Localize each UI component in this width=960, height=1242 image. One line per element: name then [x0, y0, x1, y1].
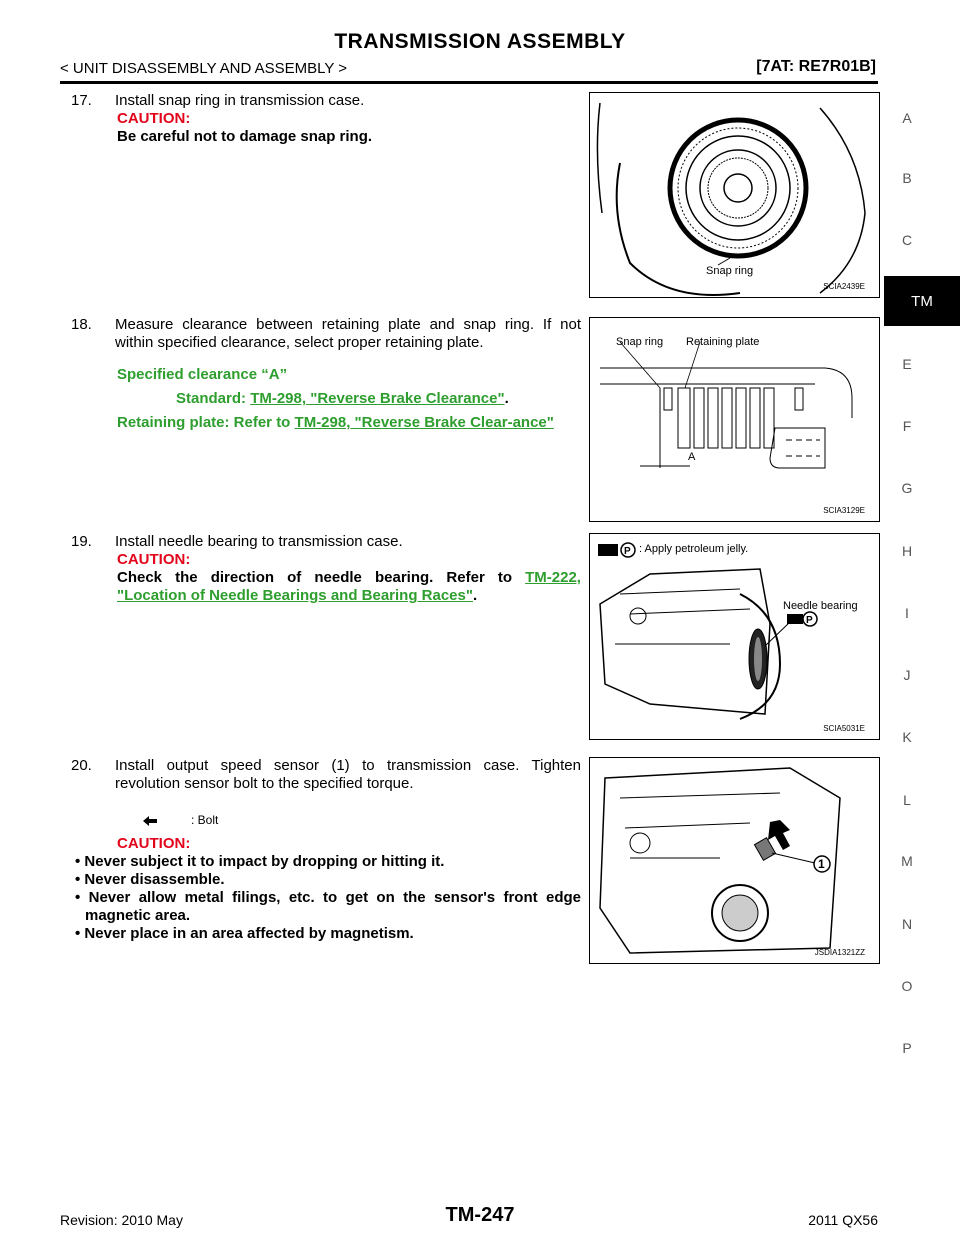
bolt-arrow-icon	[143, 813, 157, 826]
figure-code: SCIA3129E	[823, 506, 865, 515]
index-tab-e[interactable]: E	[902, 356, 912, 372]
figure-code: JSDIA1321ZZ	[814, 948, 865, 957]
index-tab-l[interactable]: L	[903, 792, 911, 808]
model-text: 2011 QX56	[808, 1212, 878, 1228]
figure-output-sensor: 1 JSDIA1321ZZ	[589, 757, 880, 964]
figure-label: Needle bearing	[783, 600, 858, 612]
label-retaining-plate: Retaining plate	[686, 336, 760, 348]
index-tab-o[interactable]: O	[901, 978, 913, 994]
caution-tail: .	[472, 587, 478, 604]
index-tab-a[interactable]: A	[902, 110, 912, 126]
breadcrumb: < UNIT DISASSEMBLY AND ASSEMBLY >	[60, 60, 348, 77]
svg-text:P: P	[624, 546, 631, 557]
callout-1: 1	[818, 857, 825, 871]
caution-label: CAUTION:	[117, 551, 191, 568]
figure-code: SCIA2439E	[823, 282, 865, 291]
caution-label: CAUTION:	[117, 835, 191, 852]
caution-list: • Never subject it to impact by dropping…	[71, 853, 581, 943]
revision-text: Revision: 2010 May	[60, 1212, 183, 1228]
output-sensor-illustration	[599, 767, 841, 954]
step-18: 18. Measure clearance between retaining p…	[71, 316, 581, 432]
index-tab-j[interactable]: J	[903, 667, 911, 683]
list-item: • Never place in an area affected by mag…	[75, 925, 414, 942]
index-tab-i[interactable]: I	[905, 605, 909, 621]
index-tab-k[interactable]: K	[902, 729, 912, 745]
caution-label: CAUTION:	[117, 110, 191, 127]
caution-text: Be careful not to damage snap ring.	[117, 128, 373, 145]
label-snap-ring: Snap ring	[616, 336, 664, 348]
step-number: 18.	[71, 316, 92, 333]
snap-ring-illustration	[596, 102, 866, 296]
step-number: 19.	[71, 533, 92, 550]
page-number: TM-247	[445, 1204, 515, 1226]
index-tab-m[interactable]: M	[901, 853, 913, 869]
figure-code: SCIA5031E	[823, 724, 865, 733]
step-19: 19. Install needle bearing to transmissio…	[71, 533, 581, 605]
step-number: 20.	[71, 757, 92, 774]
figure-clearance: Snap ring Retaining plate A SCIA3129E	[589, 317, 880, 522]
step-20: 20. Install output speed sensor (1) to tr…	[71, 757, 581, 943]
standard-link[interactable]: TM-298, "Reverse Brake Clearance"	[250, 390, 505, 407]
standard-label: Standard:	[176, 390, 247, 407]
caution-text: Check the direction of needle bearing. R…	[117, 569, 513, 586]
step-text: Install needle bearing to transmission c…	[115, 533, 403, 550]
section-code: [7AT: RE7R01B]	[756, 58, 876, 75]
index-tab-h[interactable]: H	[901, 543, 913, 559]
index-tab-n[interactable]: N	[901, 916, 913, 932]
list-item: • Never disassemble.	[75, 871, 225, 888]
plate-link[interactable]: TM-298, "Reverse Brake Clear-ance"	[294, 414, 554, 431]
bolt-legend: : Bolt	[191, 813, 219, 827]
figure-needle-bearing: P P : Apply petroleum jelly. Needle bear…	[589, 533, 880, 740]
spec-title: Specified clearance “A”	[117, 366, 288, 383]
needle-bearing-illustration: P P	[598, 542, 818, 720]
plate-label: Retaining plate: Refer to	[117, 414, 291, 431]
step-text: Install snap ring in transmission case.	[115, 92, 365, 109]
jelly-tool-icon	[598, 544, 618, 556]
index-tab-f[interactable]: F	[902, 418, 912, 434]
list-item: • Never subject it to impact by dropping…	[75, 853, 445, 870]
index-tab-c[interactable]: C	[901, 232, 913, 248]
needle-bearing-link[interactable]: TM-222, "Location of Needle Bearings and…	[117, 569, 581, 604]
figure-snap-ring: Snap ring SCIA2439E	[589, 92, 880, 298]
step-number: 17.	[71, 92, 92, 109]
index-tab-p[interactable]: P	[902, 1040, 912, 1056]
index-tab-tm-active[interactable]: TM	[884, 276, 960, 326]
step-text: Install output speed sensor (1) to trans…	[115, 757, 581, 792]
header-rule	[60, 81, 878, 84]
step-text: Measure clearance between retaining plat…	[115, 316, 581, 351]
label-a: A	[688, 451, 696, 463]
list-item: • Never allow metal filings, etc. to get…	[75, 889, 581, 924]
bolt-arrow-icon	[768, 820, 790, 850]
step-17: 17. Install snap ring in transmission cas…	[71, 92, 581, 146]
standard-tail: .	[504, 390, 509, 407]
figure-label: Snap ring	[706, 265, 754, 277]
svg-text:P: P	[806, 615, 813, 626]
clearance-illustration	[600, 341, 853, 469]
index-tab-b[interactable]: B	[902, 170, 912, 186]
page-title: TRANSMISSION ASSEMBLY	[334, 30, 626, 53]
index-tab-g[interactable]: G	[901, 480, 913, 496]
jelly-legend: : Apply petroleum jelly.	[639, 543, 749, 555]
